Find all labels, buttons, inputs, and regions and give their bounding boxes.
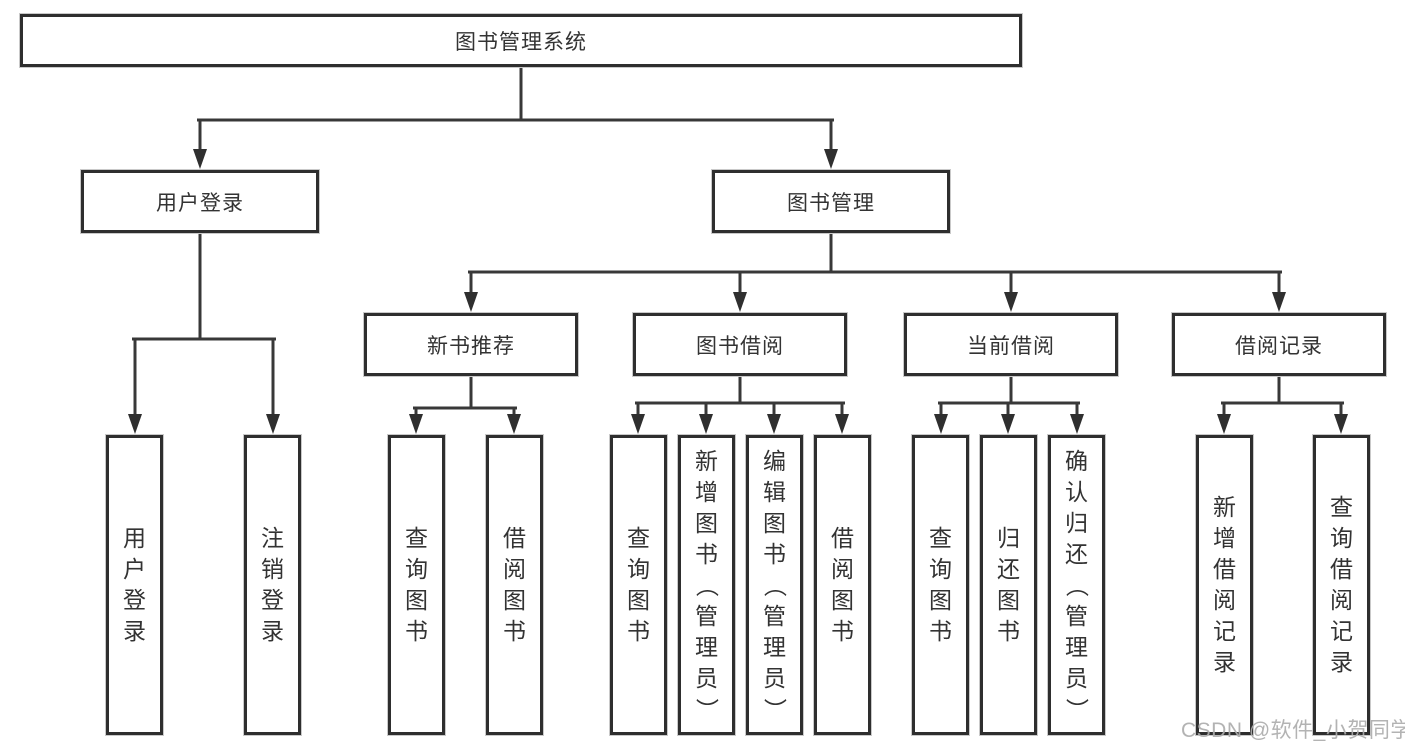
node-new-book-recommendation: 新书推荐 bbox=[364, 313, 578, 376]
node-borrowing-records: 借阅记录 bbox=[1172, 313, 1386, 376]
leaf-add-borrow-record-label: 新增借阅记录 bbox=[1213, 494, 1236, 675]
leaf-edit-books-admin: 编辑图书（管理员） bbox=[746, 435, 803, 735]
node-root-system: 图书管理系统 bbox=[20, 14, 1022, 67]
leaf-edit-books-admin-label: 编辑图书（管理员） bbox=[762, 447, 788, 721]
leaf-borrowing-query-books: 查询图书 bbox=[610, 435, 667, 735]
leaf-user-login: 用户登录 bbox=[106, 435, 163, 735]
leaf-current-query-books-label: 查询图书 bbox=[929, 525, 952, 644]
leaf-logout-label: 注销登录 bbox=[261, 525, 284, 644]
node-user-login: 用户登录 bbox=[81, 170, 319, 233]
leaf-newbooks-query-books: 查询图书 bbox=[388, 435, 445, 735]
node-book-management: 图书管理 bbox=[712, 170, 950, 233]
arrowheads bbox=[128, 149, 1348, 434]
node-book-borrowing: 图书借阅 bbox=[633, 313, 847, 376]
leaf-return-books: 归还图书 bbox=[980, 435, 1037, 735]
leaf-return-books-label: 归还图书 bbox=[997, 525, 1020, 644]
leaf-current-query-books: 查询图书 bbox=[912, 435, 969, 735]
node-current-borrowing: 当前借阅 bbox=[904, 313, 1118, 376]
leaf-query-borrow-record: 查询借阅记录 bbox=[1313, 435, 1370, 735]
leaf-newbooks-borrow-books-label: 借阅图书 bbox=[503, 525, 526, 644]
leaf-newbooks-query-books-label: 查询图书 bbox=[405, 525, 428, 644]
leaf-add-borrow-record: 新增借阅记录 bbox=[1196, 435, 1253, 735]
leaf-newbooks-borrow-books: 借阅图书 bbox=[486, 435, 543, 735]
leaf-logout: 注销登录 bbox=[244, 435, 301, 735]
csdn-watermark: CSDN @软件_小贺同学 bbox=[1181, 719, 1405, 742]
leaf-add-books-admin: 新增图书（管理员） bbox=[678, 435, 735, 735]
leaf-query-borrow-record-label: 查询借阅记录 bbox=[1330, 494, 1353, 675]
leaf-add-books-admin-label: 新增图书（管理员） bbox=[694, 447, 720, 721]
leaf-confirm-return-admin-label: 确认归还（管理员） bbox=[1064, 447, 1090, 721]
leaf-user-login-label: 用户登录 bbox=[123, 525, 146, 644]
leaf-borrowing-borrow-books-label: 借阅图书 bbox=[831, 525, 854, 644]
leaf-borrowing-query-books-label: 查询图书 bbox=[627, 525, 650, 644]
leaf-borrowing-borrow-books: 借阅图书 bbox=[814, 435, 871, 735]
leaf-confirm-return-admin: 确认归还（管理员） bbox=[1048, 435, 1105, 735]
